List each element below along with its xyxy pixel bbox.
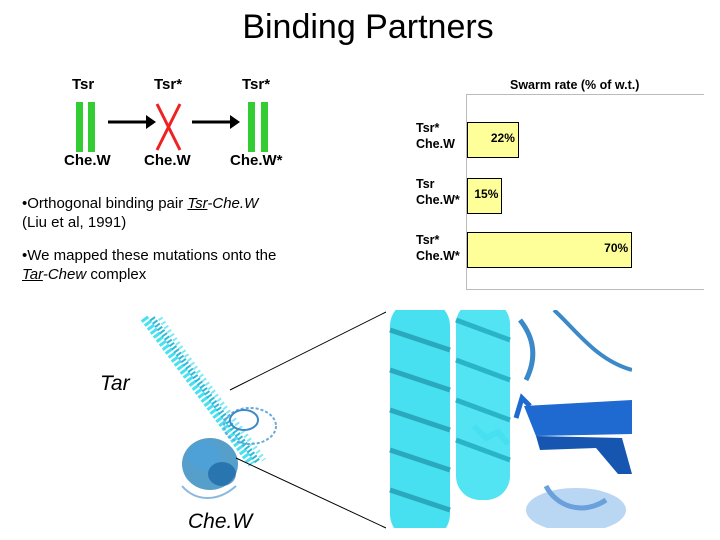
row-2-line2: Che.W* (416, 193, 460, 207)
zoom-helix-1 (389, 310, 451, 528)
zoom-helix-2 (455, 310, 511, 500)
bullet-2-pre: We mapped these mutations onto the (27, 247, 277, 264)
tar-chew-overview (140, 316, 277, 499)
zoom-beta-sheet (518, 310, 632, 474)
arrow-head-2 (230, 115, 240, 129)
top-label-tsr: Tsr (72, 76, 95, 93)
top-label-tsr-star-2: Tsr* (242, 76, 271, 93)
row-1-condition: Tsr* Che.W (416, 120, 455, 152)
bottom-label-chew-2: Che.W (144, 152, 191, 169)
bullet-2: •We mapped these mutations onto the Tar-… (22, 246, 362, 284)
bullet-2-chew: -Chew (42, 266, 87, 283)
label-tar: Tar (100, 372, 130, 395)
top-label-tsr-star-1: Tsr* (154, 76, 183, 93)
row-3-line1: Tsr* (416, 233, 440, 247)
bullet-1-tsr: Tsr (187, 195, 208, 212)
bullet-1-marker: • (22, 195, 28, 212)
green-bar-1a (76, 102, 83, 152)
zoomed-structure-image (386, 310, 632, 528)
bottom-label-chew-star: Che.W* (230, 152, 283, 169)
green-bar-1b (88, 102, 95, 152)
swarm-chart-frame (466, 94, 704, 290)
bottom-label-chew-1: Che.W (64, 152, 111, 169)
bullet-1-post: -Che.W (207, 195, 259, 212)
bullet-2-tar: Tar (22, 266, 43, 283)
chew-domain (181, 438, 238, 499)
binding-diagram-graphic (76, 102, 268, 152)
zoom-lower-loops (526, 484, 626, 528)
swarm-bar-2-label: 15% (474, 187, 499, 201)
row-2-line1: Tsr (416, 177, 435, 191)
row-1-line1: Tsr* (416, 121, 440, 135)
swarm-chart-title: Swarm rate (% of w.t.) (510, 78, 640, 92)
mutation-diagram: Tsr Tsr* Tsr* Che.W Che.W Che.W* (60, 72, 310, 172)
tar-helix-bundle (140, 316, 267, 467)
green-bar-3a (248, 102, 255, 152)
slide-title: Binding Partners (242, 8, 494, 46)
swarm-bar-1-label: 22% (490, 131, 515, 145)
label-chew: Che.W (188, 510, 253, 533)
swarm-bar-1: 22% (467, 122, 519, 158)
cross-line-2 (155, 103, 182, 151)
bullet-2-complex: complex (86, 266, 147, 283)
row-1-line2: Che.W (416, 137, 455, 151)
bullet-1: •Orthogonal binding pair Tsr-Che.W (Liu … (22, 194, 362, 232)
swarm-rate-chart: Swarm rate (% of w.t.) Tsr* Che.W Tsr Ch… (410, 72, 710, 292)
row-3-line2: Che.W* (416, 249, 460, 263)
arrow-head-1 (146, 115, 156, 129)
green-bar-3b (261, 102, 268, 152)
bullet-2-marker: • (22, 247, 28, 264)
row-2-condition: Tsr Che.W* (416, 176, 460, 208)
bullet-1-citation: (Liu et al, 1991) (22, 214, 127, 231)
zoom-side-chains (471, 393, 532, 446)
swarm-bar-3: 70% (467, 232, 633, 268)
swarm-bar-3-label: 70% (604, 241, 629, 255)
bullet-1-pre: Orthogonal binding pair (27, 195, 188, 212)
tar-cytoplasmic-domain (223, 407, 277, 445)
row-3-condition: Tsr* Che.W* (416, 232, 460, 264)
swarm-bar-2: 15% (467, 178, 503, 214)
